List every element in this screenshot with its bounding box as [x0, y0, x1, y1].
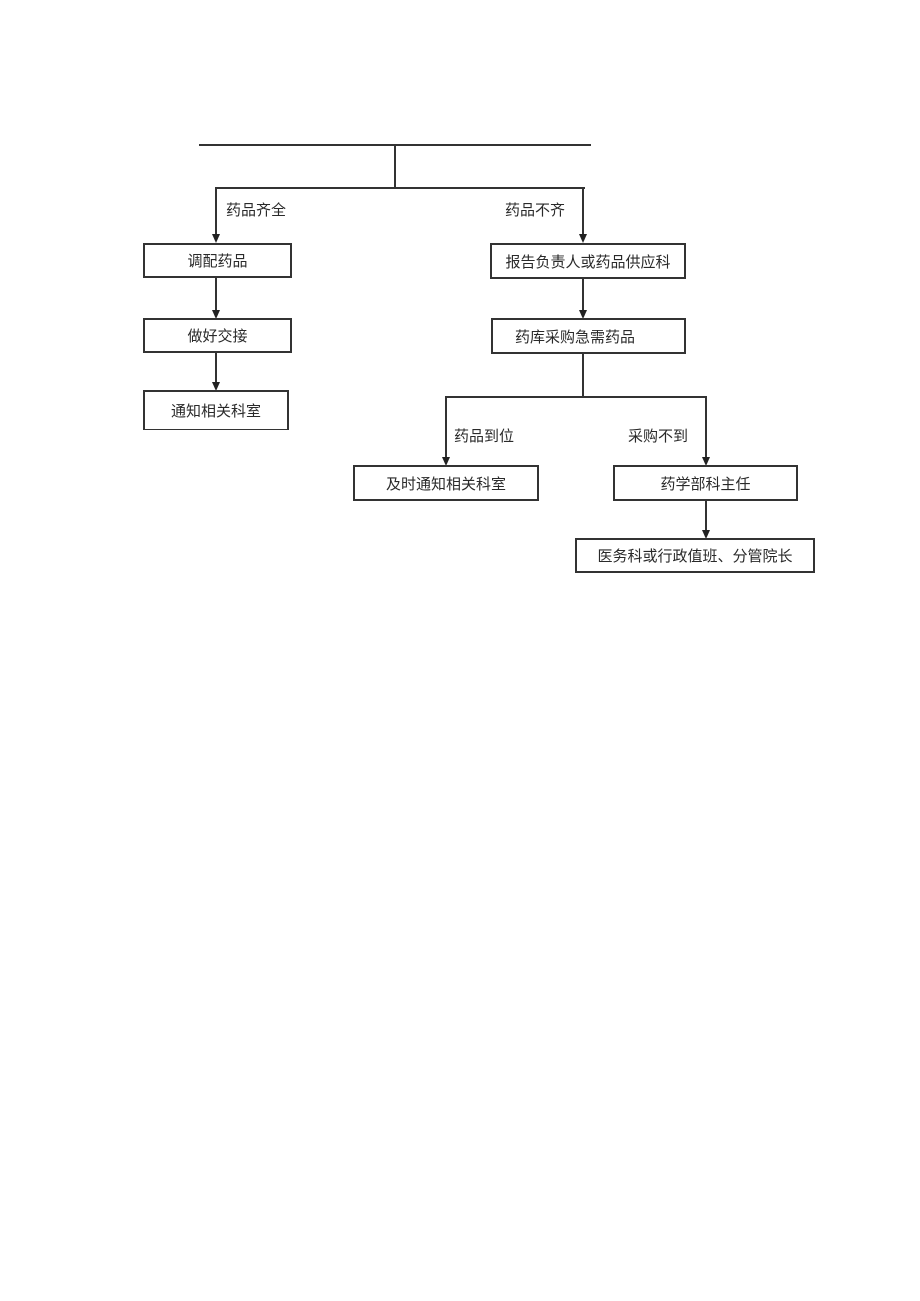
branch-label-not-purchased: 采购不到: [628, 427, 689, 445]
box-notify-departments: 通知相关科室: [143, 390, 289, 430]
right-branch-connector: [582, 188, 584, 235]
branch-label-arrived: 药品到位: [454, 427, 515, 445]
box-handover: 做好交接: [143, 318, 292, 353]
sub-branch-left-connector: [445, 397, 447, 458]
arrow-down-icon: [702, 530, 710, 539]
connector-line: [705, 501, 707, 531]
connector-line: [215, 353, 217, 383]
box-urgent-purchase: 药库采购急需药品: [491, 318, 686, 354]
sub-branch-right-connector: [705, 397, 707, 458]
arrow-down-icon: [702, 457, 710, 466]
branch-label-incomplete: 药品不齐: [505, 201, 566, 219]
left-branch-connector: [215, 188, 217, 235]
connector-line: [582, 279, 584, 311]
branch-label-complete: 药品齐全: [226, 201, 287, 219]
top-stem-line: [394, 145, 396, 189]
arrow-down-icon: [579, 310, 587, 319]
branch-line: [215, 187, 585, 189]
box-medical-affairs: 医务科或行政值班、分管院长: [575, 538, 815, 573]
box-dispense-drugs: 调配药品: [143, 243, 292, 278]
box-notify-departments-timely: 及时通知相关科室: [353, 465, 539, 501]
arrow-down-icon: [579, 234, 587, 243]
box-report-supervisor: 报告负责人或药品供应科: [490, 243, 686, 279]
arrow-down-icon: [212, 382, 220, 391]
connector-line: [582, 354, 584, 398]
sub-branch-line: [445, 396, 707, 398]
arrow-down-icon: [212, 310, 220, 319]
arrow-down-icon: [442, 457, 450, 466]
box-pharmacy-director: 药学部科主任: [613, 465, 798, 501]
arrow-down-icon: [212, 234, 220, 243]
connector-line: [215, 278, 217, 311]
